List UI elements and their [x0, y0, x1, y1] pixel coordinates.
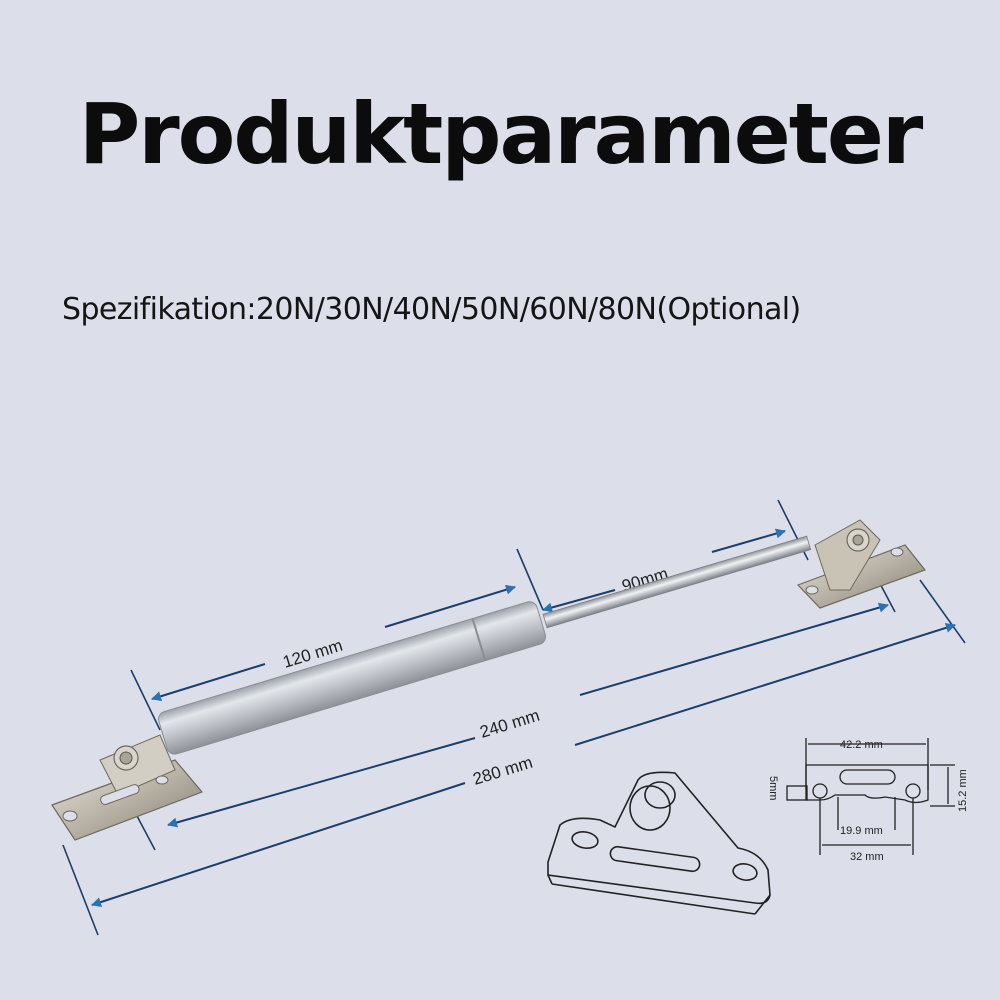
left-mounting-bracket: [51, 734, 204, 841]
label-19-9mm: 19.9 mm: [840, 825, 883, 837]
right-mounting-bracket: [796, 519, 926, 609]
label-240mm: 240 mm: [478, 706, 542, 742]
bracket-sketch: [547, 771, 771, 915]
label-280mm: 280 mm: [471, 753, 535, 789]
label-32mm: 32 mm: [850, 851, 884, 863]
label-42-2mm: 42.2 mm: [840, 739, 883, 751]
bracket-technical-drawing: [786, 738, 955, 855]
label-5mm: 5mm: [767, 776, 779, 800]
specification-text: Spezifikation:20N/30N/40N/50N/60N/80N(Op…: [62, 292, 801, 327]
page-title: Produktparameter: [78, 85, 924, 183]
dimension-90mm: 90mm: [542, 528, 786, 613]
cylinder: [158, 601, 547, 755]
label-15-2mm: 15.2 mm: [957, 769, 969, 812]
piston-rod: [542, 535, 812, 629]
